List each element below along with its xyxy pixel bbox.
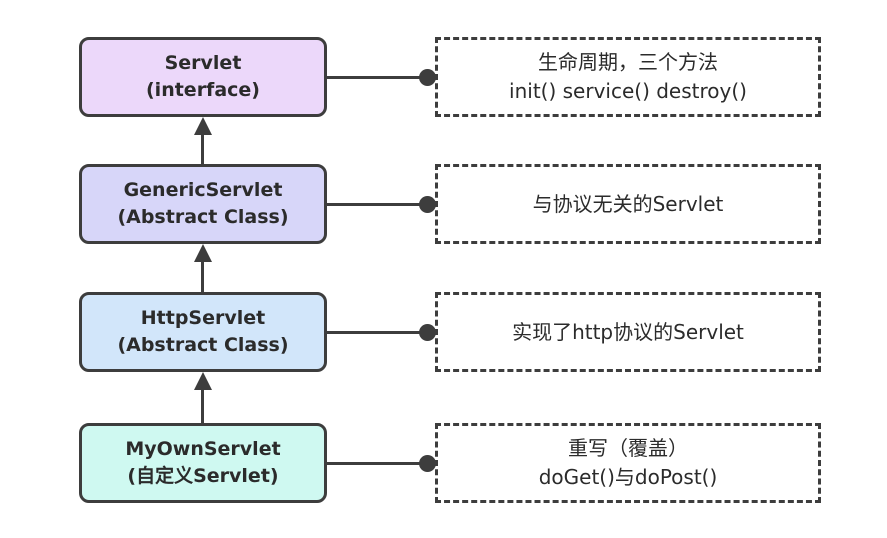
desc-box-genericservlet: 与协议无关的Servlet	[435, 164, 821, 244]
desc-line: 生命周期，三个方法	[538, 50, 718, 74]
inheritance-arrow-stem	[201, 260, 204, 292]
inheritance-arrow-head	[194, 244, 212, 262]
connector-line	[325, 76, 423, 79]
class-subtitle: (interface)	[146, 79, 260, 101]
connector-dot	[419, 324, 436, 341]
class-subtitle: (Abstract Class)	[117, 334, 289, 356]
connector-dot	[419, 455, 436, 472]
class-name: MyOwnServlet	[125, 438, 281, 461]
inheritance-arrow-stem	[201, 388, 204, 423]
desc-line: doGet()与doPost()	[538, 465, 718, 489]
inheritance-arrow-stem	[201, 133, 204, 164]
desc-box-httpservlet: 实现了http协议的Servlet	[435, 292, 821, 372]
desc-line: 重写（覆盖）	[568, 436, 688, 460]
desc-line: init() service() destroy()	[509, 79, 747, 103]
class-name: GenericServlet	[123, 179, 283, 202]
connector-dot	[419, 69, 436, 86]
connector-line	[325, 331, 423, 334]
desc-line: 与协议无关的Servlet	[532, 191, 724, 216]
class-box-httpservlet: HttpServlet (Abstract Class)	[79, 292, 327, 372]
desc-box-myownservlet: 重写（覆盖） doGet()与doPost()	[435, 423, 821, 503]
class-name: HttpServlet	[140, 307, 266, 330]
class-box-servlet: Servlet (interface)	[79, 37, 327, 117]
class-name: Servlet	[164, 52, 242, 75]
desc-box-servlet: 生命周期，三个方法 init() service() destroy()	[435, 37, 821, 117]
connector-dot	[419, 196, 436, 213]
class-box-myownservlet: MyOwnServlet (自定义Servlet)	[79, 423, 327, 503]
connector-line	[325, 462, 423, 465]
connector-line	[325, 203, 423, 206]
class-box-genericservlet: GenericServlet (Abstract Class)	[79, 164, 327, 244]
inheritance-arrow-head	[194, 372, 212, 390]
desc-line: 实现了http协议的Servlet	[512, 319, 744, 344]
class-subtitle: (自定义Servlet)	[127, 465, 279, 487]
inheritance-arrow-head	[194, 117, 212, 135]
class-subtitle: (Abstract Class)	[117, 206, 289, 228]
